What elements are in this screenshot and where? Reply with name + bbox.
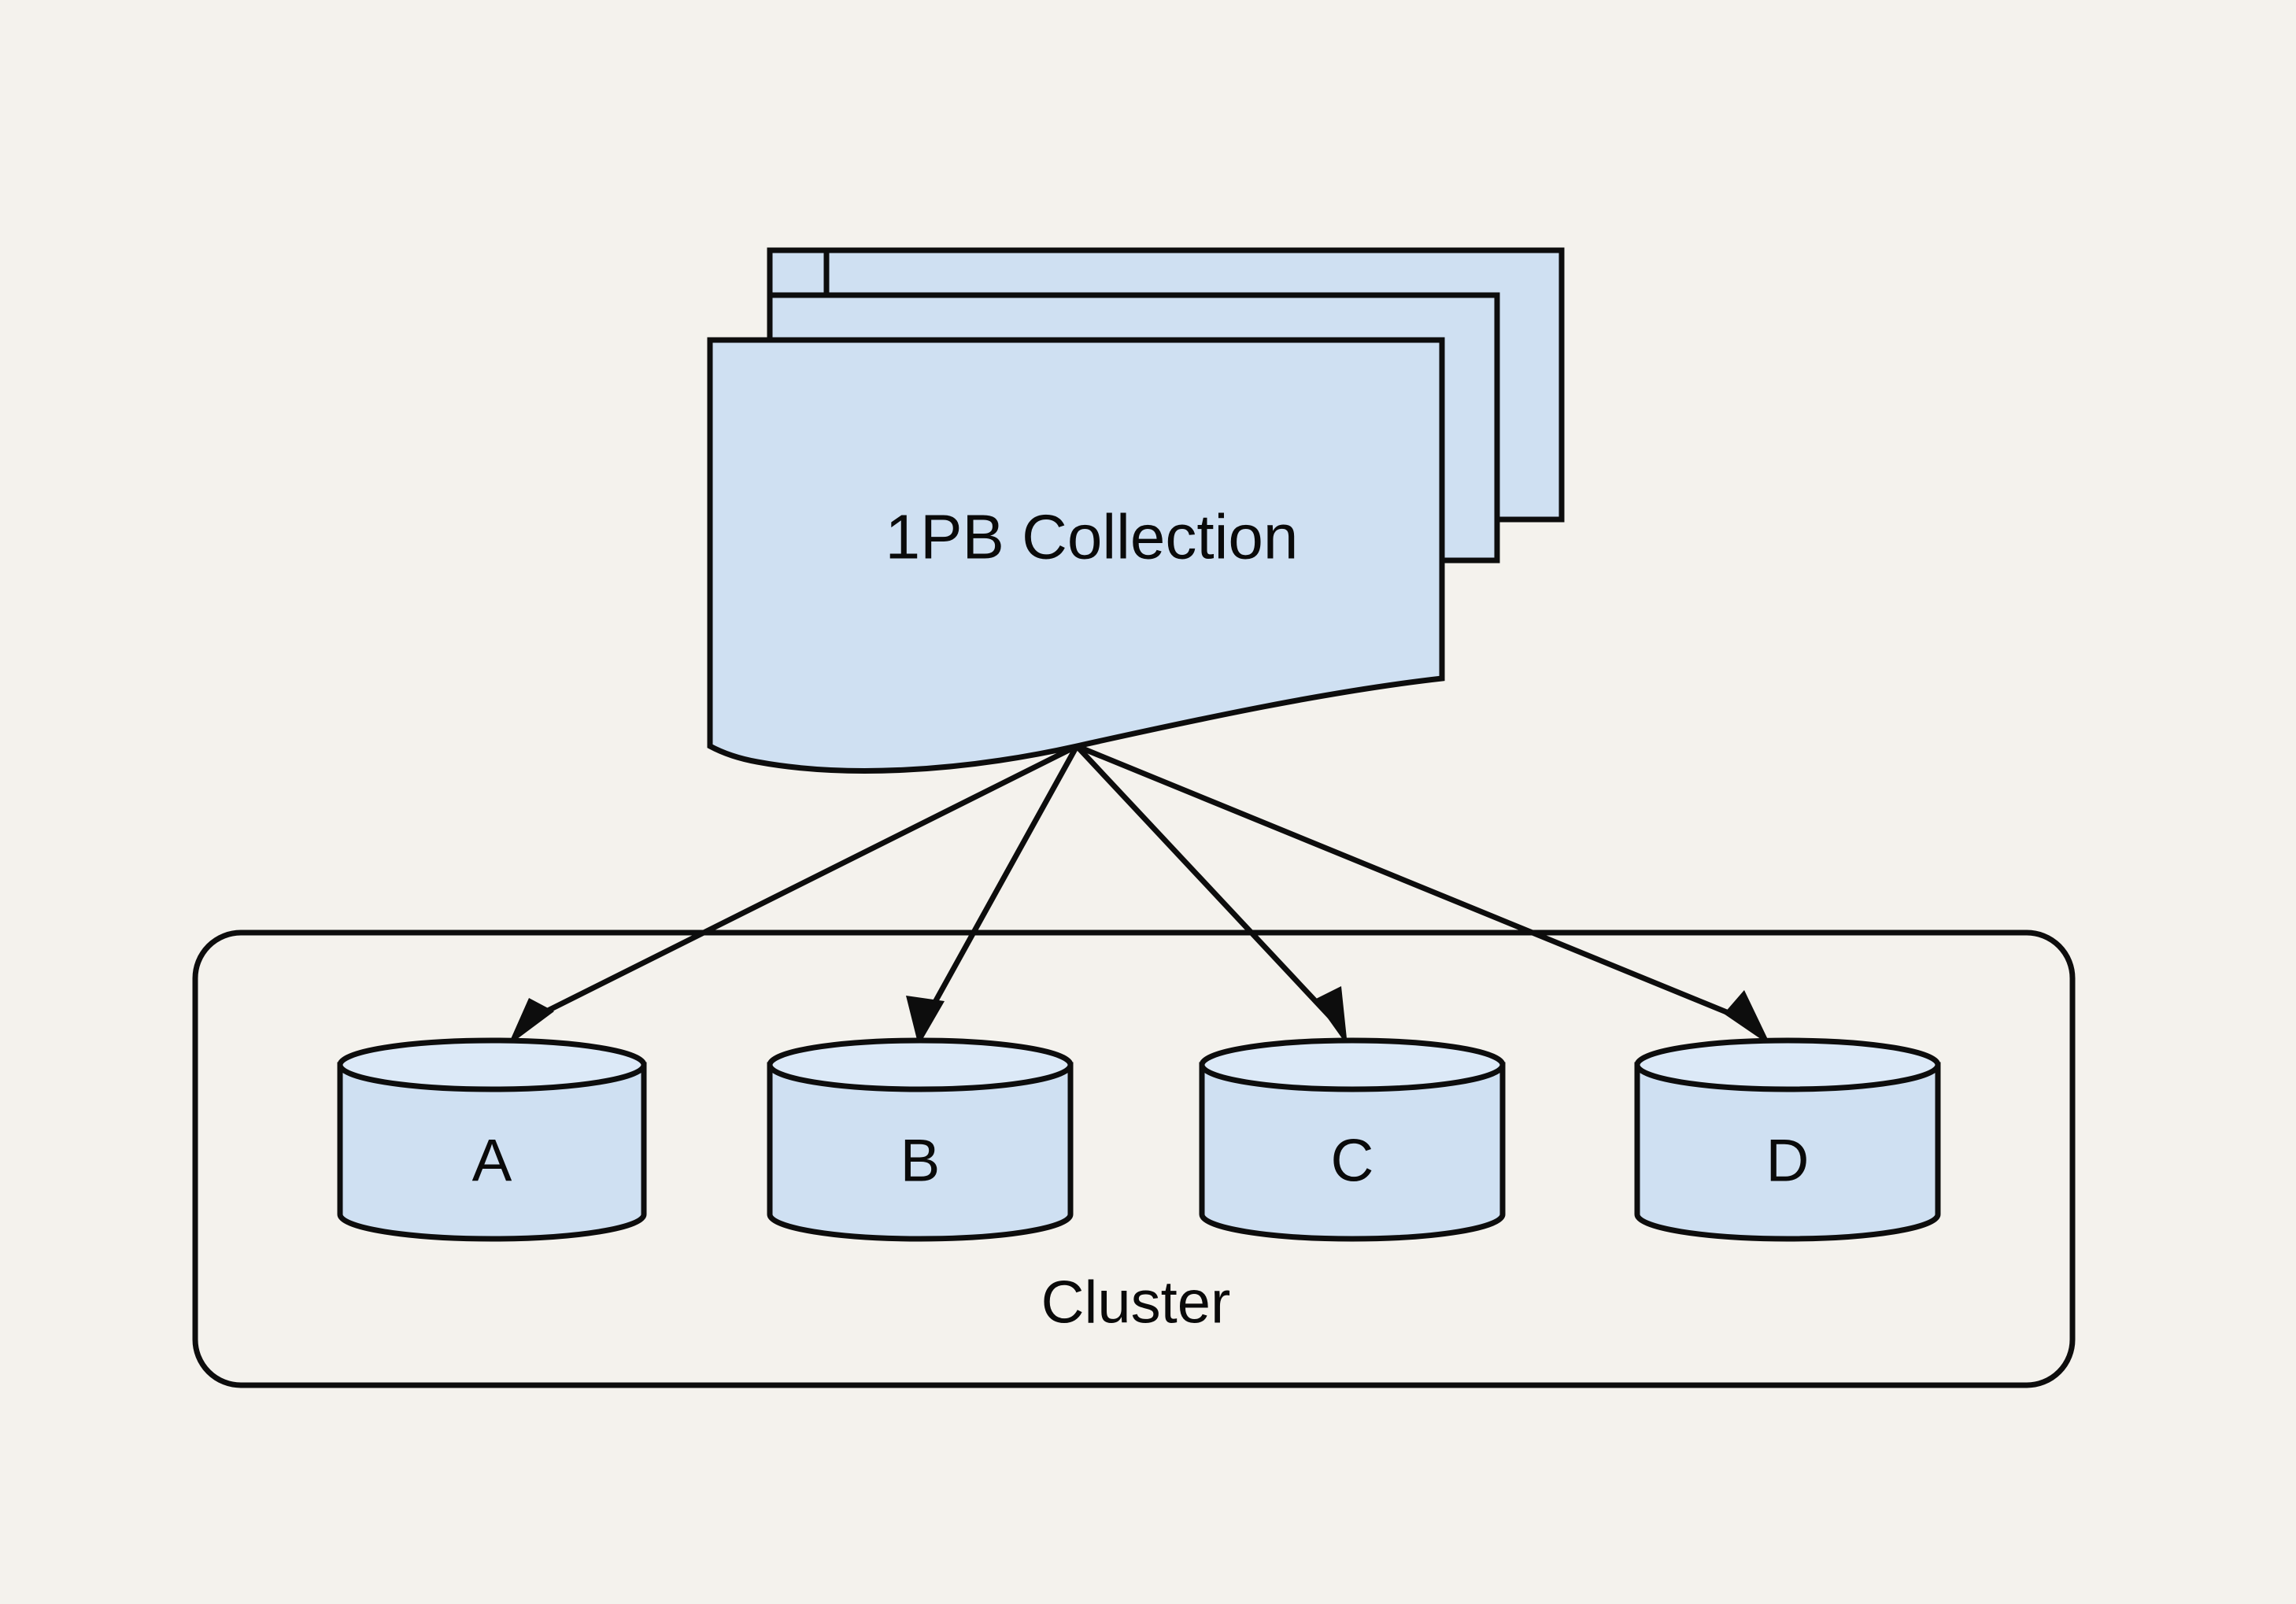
- arrow-head-b: [906, 996, 945, 1046]
- node-c-body: [1199, 1062, 1506, 1242]
- node-d-body: [1634, 1062, 1941, 1242]
- node-d[interactable]: D: [1634, 1037, 1941, 1242]
- arrow-to-node-a[interactable]: [508, 743, 1078, 1046]
- distribution-arrows: [508, 743, 1771, 1046]
- cluster-boundary[interactable]: Cluster: [192, 930, 2076, 1388]
- node-c[interactable]: C: [1199, 1037, 1506, 1242]
- arrow-line-b: [923, 745, 1080, 1019]
- arrow-head-d: [1724, 990, 1771, 1046]
- node-a-body: [337, 1062, 647, 1242]
- arrow-head-a: [508, 998, 554, 1046]
- node-b-top: [767, 1037, 1074, 1092]
- cluster-label: Cluster: [1041, 1270, 1231, 1336]
- node-d-top: [1634, 1037, 1941, 1092]
- node-a[interactable]: A: [337, 1037, 647, 1242]
- node-c-label: C: [1331, 1128, 1374, 1195]
- node-b[interactable]: B: [767, 1037, 1074, 1242]
- arrow-head-c: [1314, 986, 1348, 1046]
- collection-sheet-front: [707, 337, 1445, 774]
- node-a-label: A: [472, 1128, 512, 1195]
- arrow-line-d: [1075, 743, 1747, 1023]
- collection-stack[interactable]: 1PB Collection: [707, 247, 1565, 774]
- collection-label: 1PB Collection: [885, 502, 1299, 572]
- node-c-top: [1199, 1037, 1506, 1092]
- node-d-label: D: [1766, 1128, 1810, 1195]
- arrow-to-node-c[interactable]: [1074, 744, 1348, 1046]
- node-a-top: [337, 1037, 647, 1092]
- arrow-to-node-d[interactable]: [1075, 743, 1771, 1046]
- cluster-boundary-rect: [192, 930, 2076, 1388]
- node-b-body: [767, 1062, 1074, 1242]
- node-b-label: B: [900, 1128, 941, 1195]
- arrow-to-node-b[interactable]: [906, 745, 1080, 1046]
- arrow-line-c: [1074, 744, 1333, 1019]
- arrow-line-a: [521, 743, 1078, 1026]
